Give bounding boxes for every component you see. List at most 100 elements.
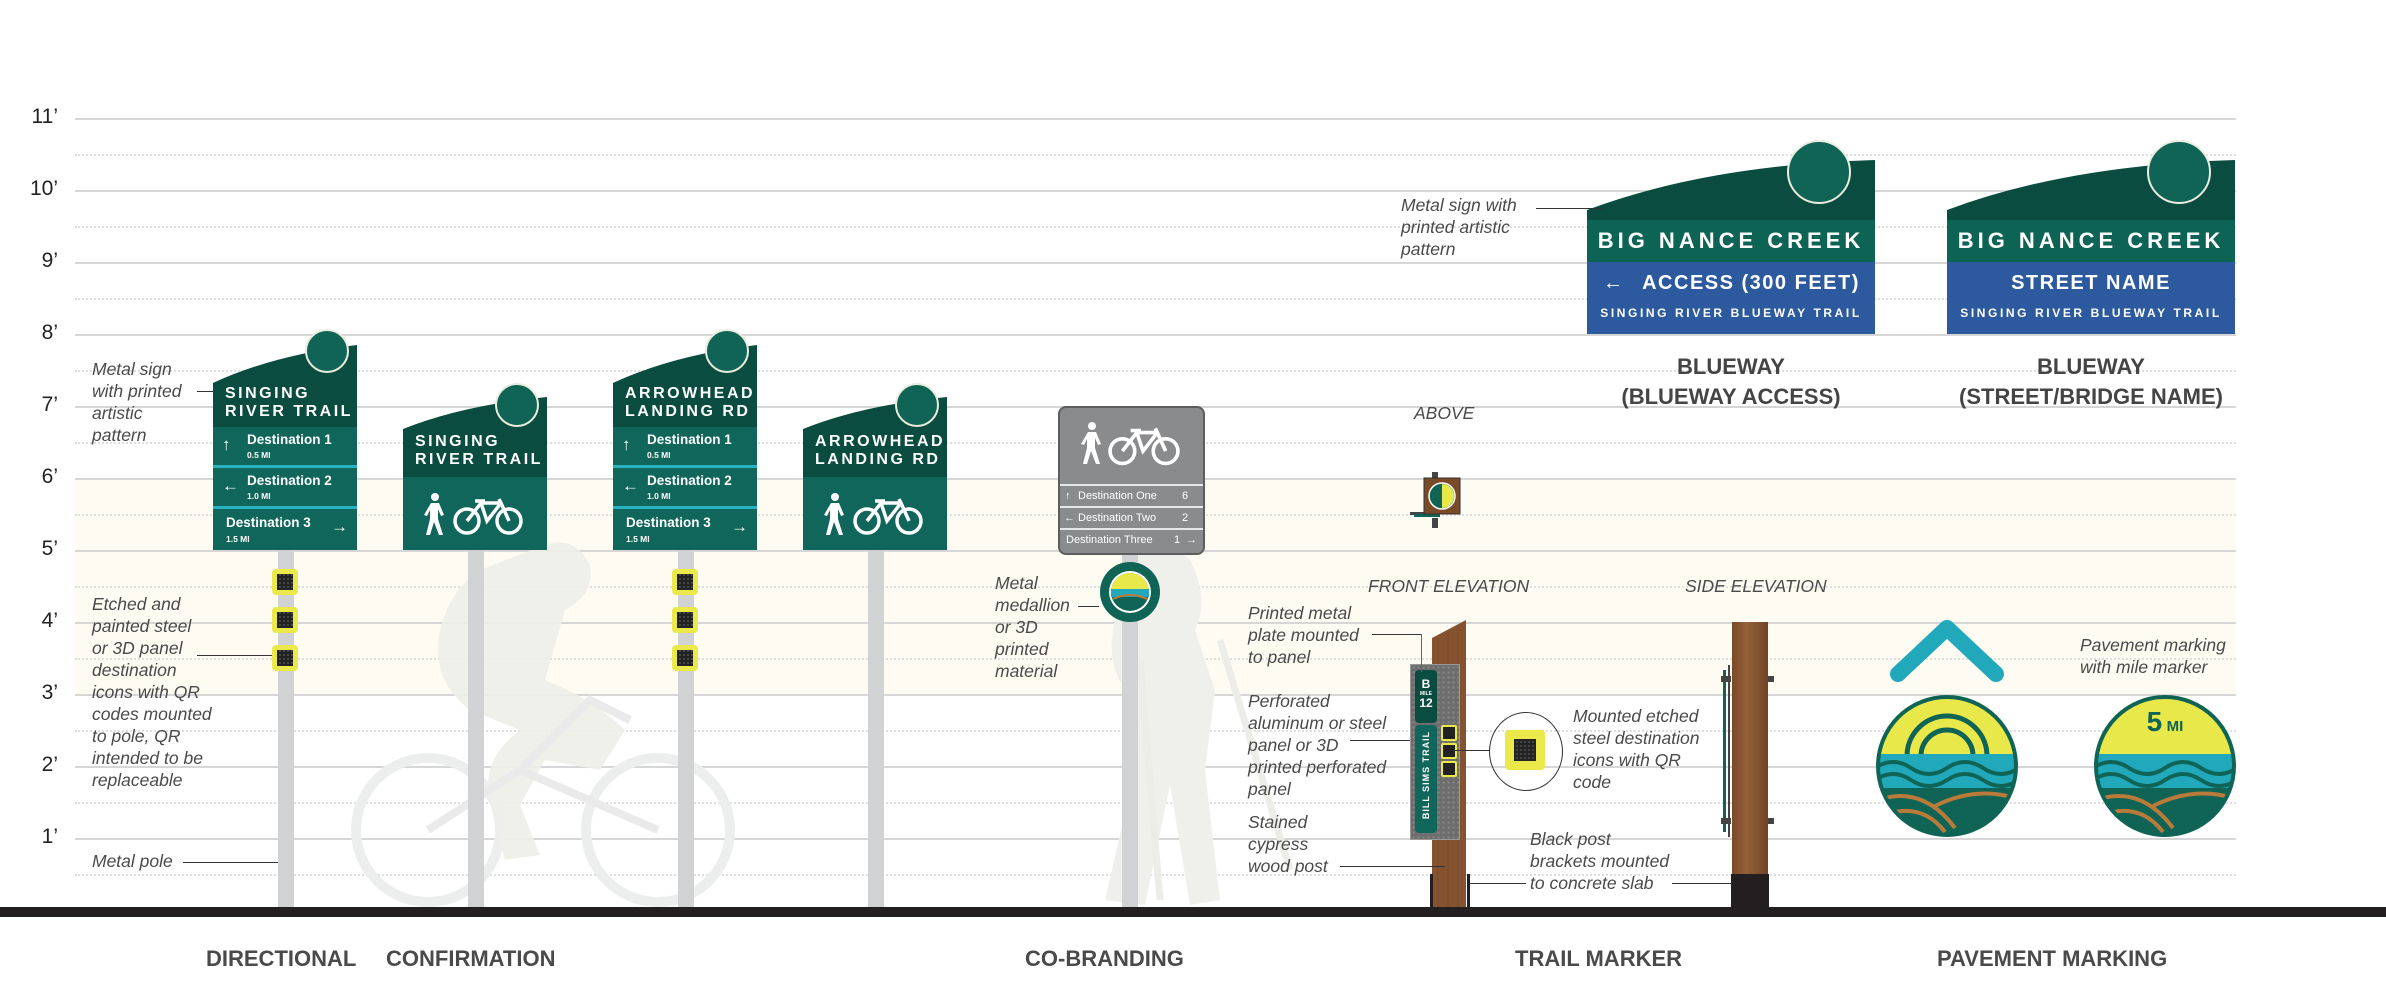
- note-qr-icons: Etched and painted steel or 3D panel des…: [92, 594, 212, 790]
- mile-unit: MI: [2166, 718, 2184, 735]
- height-tick-label: 7’: [41, 393, 58, 416]
- leader-line: [197, 391, 213, 392]
- bolt-icon: [1721, 818, 1731, 824]
- bolt-icon: [1768, 676, 1774, 682]
- street-panel: STREET NAME SINGING RIVER BLUEWAY TRAIL: [1947, 262, 2235, 334]
- half-foot-gridline: [75, 298, 2236, 300]
- category-directional: DIRECTIONAL: [206, 946, 357, 971]
- qr-code-icon: [672, 569, 698, 595]
- destination-name: Destination 2: [247, 473, 332, 488]
- ground-line: [0, 907, 2386, 917]
- half-foot-gridline: [75, 226, 2236, 228]
- note-perforated-panel: Perforated aluminum or steel panel or 3D…: [1248, 691, 1387, 799]
- height-tick-label: 1’: [41, 825, 58, 848]
- height-tick-label: 5’: [41, 537, 58, 560]
- destination-distance: 1.5 MI: [226, 534, 250, 544]
- mile-plate: B MILE 12: [1415, 670, 1437, 723]
- leader-line: [1350, 740, 1410, 741]
- trail-name: BILL SIMS TRAIL: [1421, 730, 1431, 820]
- arrow-right-icon: →: [331, 517, 348, 536]
- bicycle-icon: [1108, 427, 1180, 466]
- trail-logo-icon: [2147, 140, 2211, 204]
- foot-gridline: [75, 190, 2236, 192]
- trail-letter: B: [1421, 677, 1431, 691]
- destination-distance: 1.0 MI: [647, 491, 671, 501]
- mile-marker-medallion-icon: [2094, 695, 2236, 837]
- destination-row: ↑ Destination 1 0.5 MI: [213, 427, 357, 465]
- access-panel: ←ACCESS (300 FEET) SINGING RIVER BLUEWAY…: [1587, 262, 1875, 334]
- destination-name: Destination 3: [226, 515, 311, 530]
- destination-row: ↑ Destination 1 0.5 MI: [613, 427, 757, 465]
- mile-marker-text: 5 MI: [2093, 706, 2237, 738]
- mile-number: 12: [1419, 696, 1433, 710]
- half-foot-gridline: [75, 154, 2236, 156]
- note-wood-post: Stained cypress wood post: [1248, 812, 1328, 876]
- destination-row: Destination Three 1 →: [1060, 528, 1203, 550]
- bolt-icon: [1768, 818, 1774, 824]
- metal-pole: [868, 550, 884, 910]
- front-elevation-caption: FRONT ELEVATION: [1368, 576, 1530, 596]
- bolt-icon: [1721, 676, 1731, 682]
- creek-name: BIG NANCE CREEK: [1587, 220, 1875, 262]
- category-confirmation: CONFIRMATION: [386, 946, 556, 971]
- height-tick-label: 11’: [31, 105, 58, 128]
- qr-code-icon: [272, 645, 298, 671]
- trail-logo-icon: [1787, 140, 1851, 204]
- arrow-left-icon: ←: [622, 476, 639, 495]
- chevron-up-icon: [1890, 620, 2004, 682]
- foot-gridline: [75, 262, 2236, 264]
- destination-row: ← Destination 2 1.0 MI: [613, 465, 757, 506]
- height-tick-label: 2’: [41, 753, 58, 776]
- mile-number: 5: [2146, 706, 2163, 737]
- pedestrian-icon: [824, 493, 844, 535]
- height-tick-label: 4’: [41, 609, 58, 632]
- destination-distance: 2: [1182, 512, 1189, 524]
- leader-line: [1372, 634, 1421, 635]
- destination-row: Destination 3 1.5 MI →: [213, 506, 357, 550]
- panel-side-profile: [1728, 665, 1730, 837]
- note-post-brackets: Black post brackets mounted to concrete …: [1530, 829, 1670, 893]
- destination-row: ← Destination 2 1.0 MI: [213, 465, 357, 506]
- leader-line: [1536, 208, 1604, 209]
- height-tick-label: 9’: [41, 249, 58, 272]
- destination-distance: 1.5 MI: [626, 534, 650, 544]
- trail-name-plate: BILL SIMS TRAIL: [1415, 725, 1437, 833]
- foot-gridline: [75, 334, 2236, 336]
- destination-row: ← Destination Two 2: [1060, 506, 1203, 528]
- destination-name: Destination Three: [1066, 534, 1153, 546]
- blueway-street-label: BLUEWAY(STREET/BRIDGE NAME): [1959, 354, 2223, 409]
- arrow-left-icon: ←: [222, 476, 239, 495]
- wood-post-side: [1732, 622, 1768, 910]
- bicycle-icon: [853, 498, 923, 535]
- destination-name: Destination 3: [626, 515, 711, 530]
- access-line: ←ACCESS (300 FEET): [1587, 268, 1875, 298]
- qr-detail-callout: [1489, 712, 1563, 791]
- blueway-access-sign: BIG NANCE CREEK ←ACCESS (300 FEET) SINGI…: [1587, 140, 1875, 334]
- qr-code-icon: [1441, 725, 1457, 741]
- creek-name: BIG NANCE CREEK: [1947, 220, 2235, 262]
- note-mounted-icons: Mounted etched steel destination icons w…: [1573, 706, 1700, 792]
- mile-label: MILE: [1420, 691, 1432, 697]
- destination-name: Destination 1: [247, 432, 332, 447]
- destination-name: Destination 2: [647, 473, 732, 488]
- blueway-access-label: BLUEWAY(BLUEWAY ACCESS): [1621, 354, 1841, 409]
- pedestrian-icon: [424, 493, 444, 535]
- height-tick-label: 3’: [41, 681, 58, 704]
- pedestrian-icon: [1081, 422, 1101, 464]
- qr-code-icon: [672, 607, 698, 633]
- leader-line: [1078, 606, 1099, 607]
- leader-line: [1672, 883, 1732, 884]
- note-medallion: Metal medallion or 3D printed material: [995, 573, 1070, 681]
- pavement-medallion-icon: [1876, 695, 2018, 837]
- metal-pole: [678, 550, 694, 910]
- leader-line: [1453, 750, 1490, 751]
- destination-name: Destination 1: [647, 432, 732, 447]
- category-trail-marker: TRAIL MARKER: [1515, 946, 1683, 971]
- trail-logo-icon: [495, 383, 539, 427]
